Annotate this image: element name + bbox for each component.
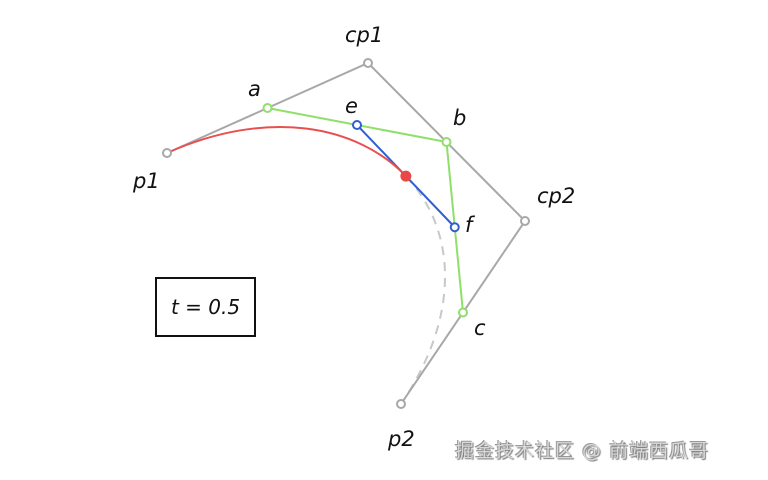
label-p2: p2 xyxy=(387,427,415,451)
point-cp1 xyxy=(363,58,373,68)
point-p1 xyxy=(162,148,172,158)
point-p2 xyxy=(396,399,406,409)
t-value-label: t = 0.5 xyxy=(171,295,240,319)
watermark: 掘金技术社区 @ 前端西瓜哥 xyxy=(455,440,710,462)
point-a xyxy=(262,103,273,113)
label-e: e xyxy=(345,94,358,118)
point-f xyxy=(449,222,460,233)
label-f: f xyxy=(465,213,476,237)
label-c: c xyxy=(474,316,486,340)
curve-drawn xyxy=(166,126,407,177)
current-curve-point xyxy=(400,170,412,182)
point-cp2 xyxy=(520,216,530,226)
interpolation-line-abc xyxy=(267,107,464,313)
label-p1: p1 xyxy=(132,169,160,193)
point-b xyxy=(441,137,452,147)
point-c xyxy=(458,307,468,318)
label-cp2: cp2 xyxy=(537,184,575,208)
t-value-box xyxy=(155,277,256,337)
label-cp1: cp1 xyxy=(345,23,383,47)
label-b: b xyxy=(453,106,466,130)
label-a: a xyxy=(248,77,261,101)
point-e xyxy=(352,120,362,130)
